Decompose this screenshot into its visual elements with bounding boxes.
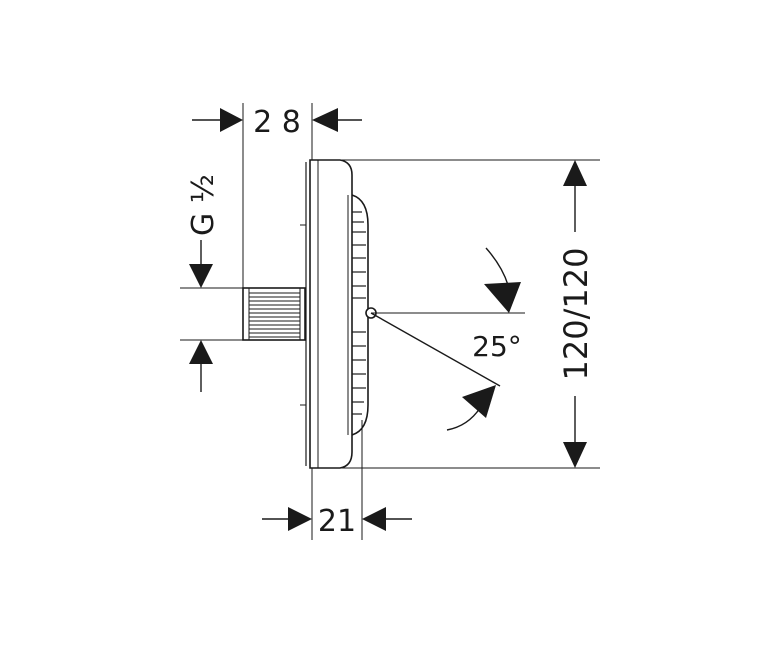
dimension-top-width-label: 2 8 (253, 105, 301, 140)
dimension-bottom-width-label: 21 (318, 504, 356, 539)
angle-indicator (370, 247, 521, 431)
dimension-diameter (563, 160, 587, 468)
dimension-bottom-width (262, 507, 412, 531)
thread-lines (249, 292, 300, 338)
angle-label: 25° (472, 330, 522, 363)
dimension-diameter-label: 120/120 (557, 248, 595, 381)
back-plate (309, 159, 353, 469)
dimension-top-width (192, 108, 362, 132)
shower-head-body (300, 159, 369, 469)
nozzle-ridges (352, 211, 366, 415)
extension-lines (180, 103, 600, 540)
dimension-thread-label: G ½ (186, 174, 221, 236)
dimension-thread (189, 240, 213, 392)
threaded-connector (242, 287, 306, 341)
